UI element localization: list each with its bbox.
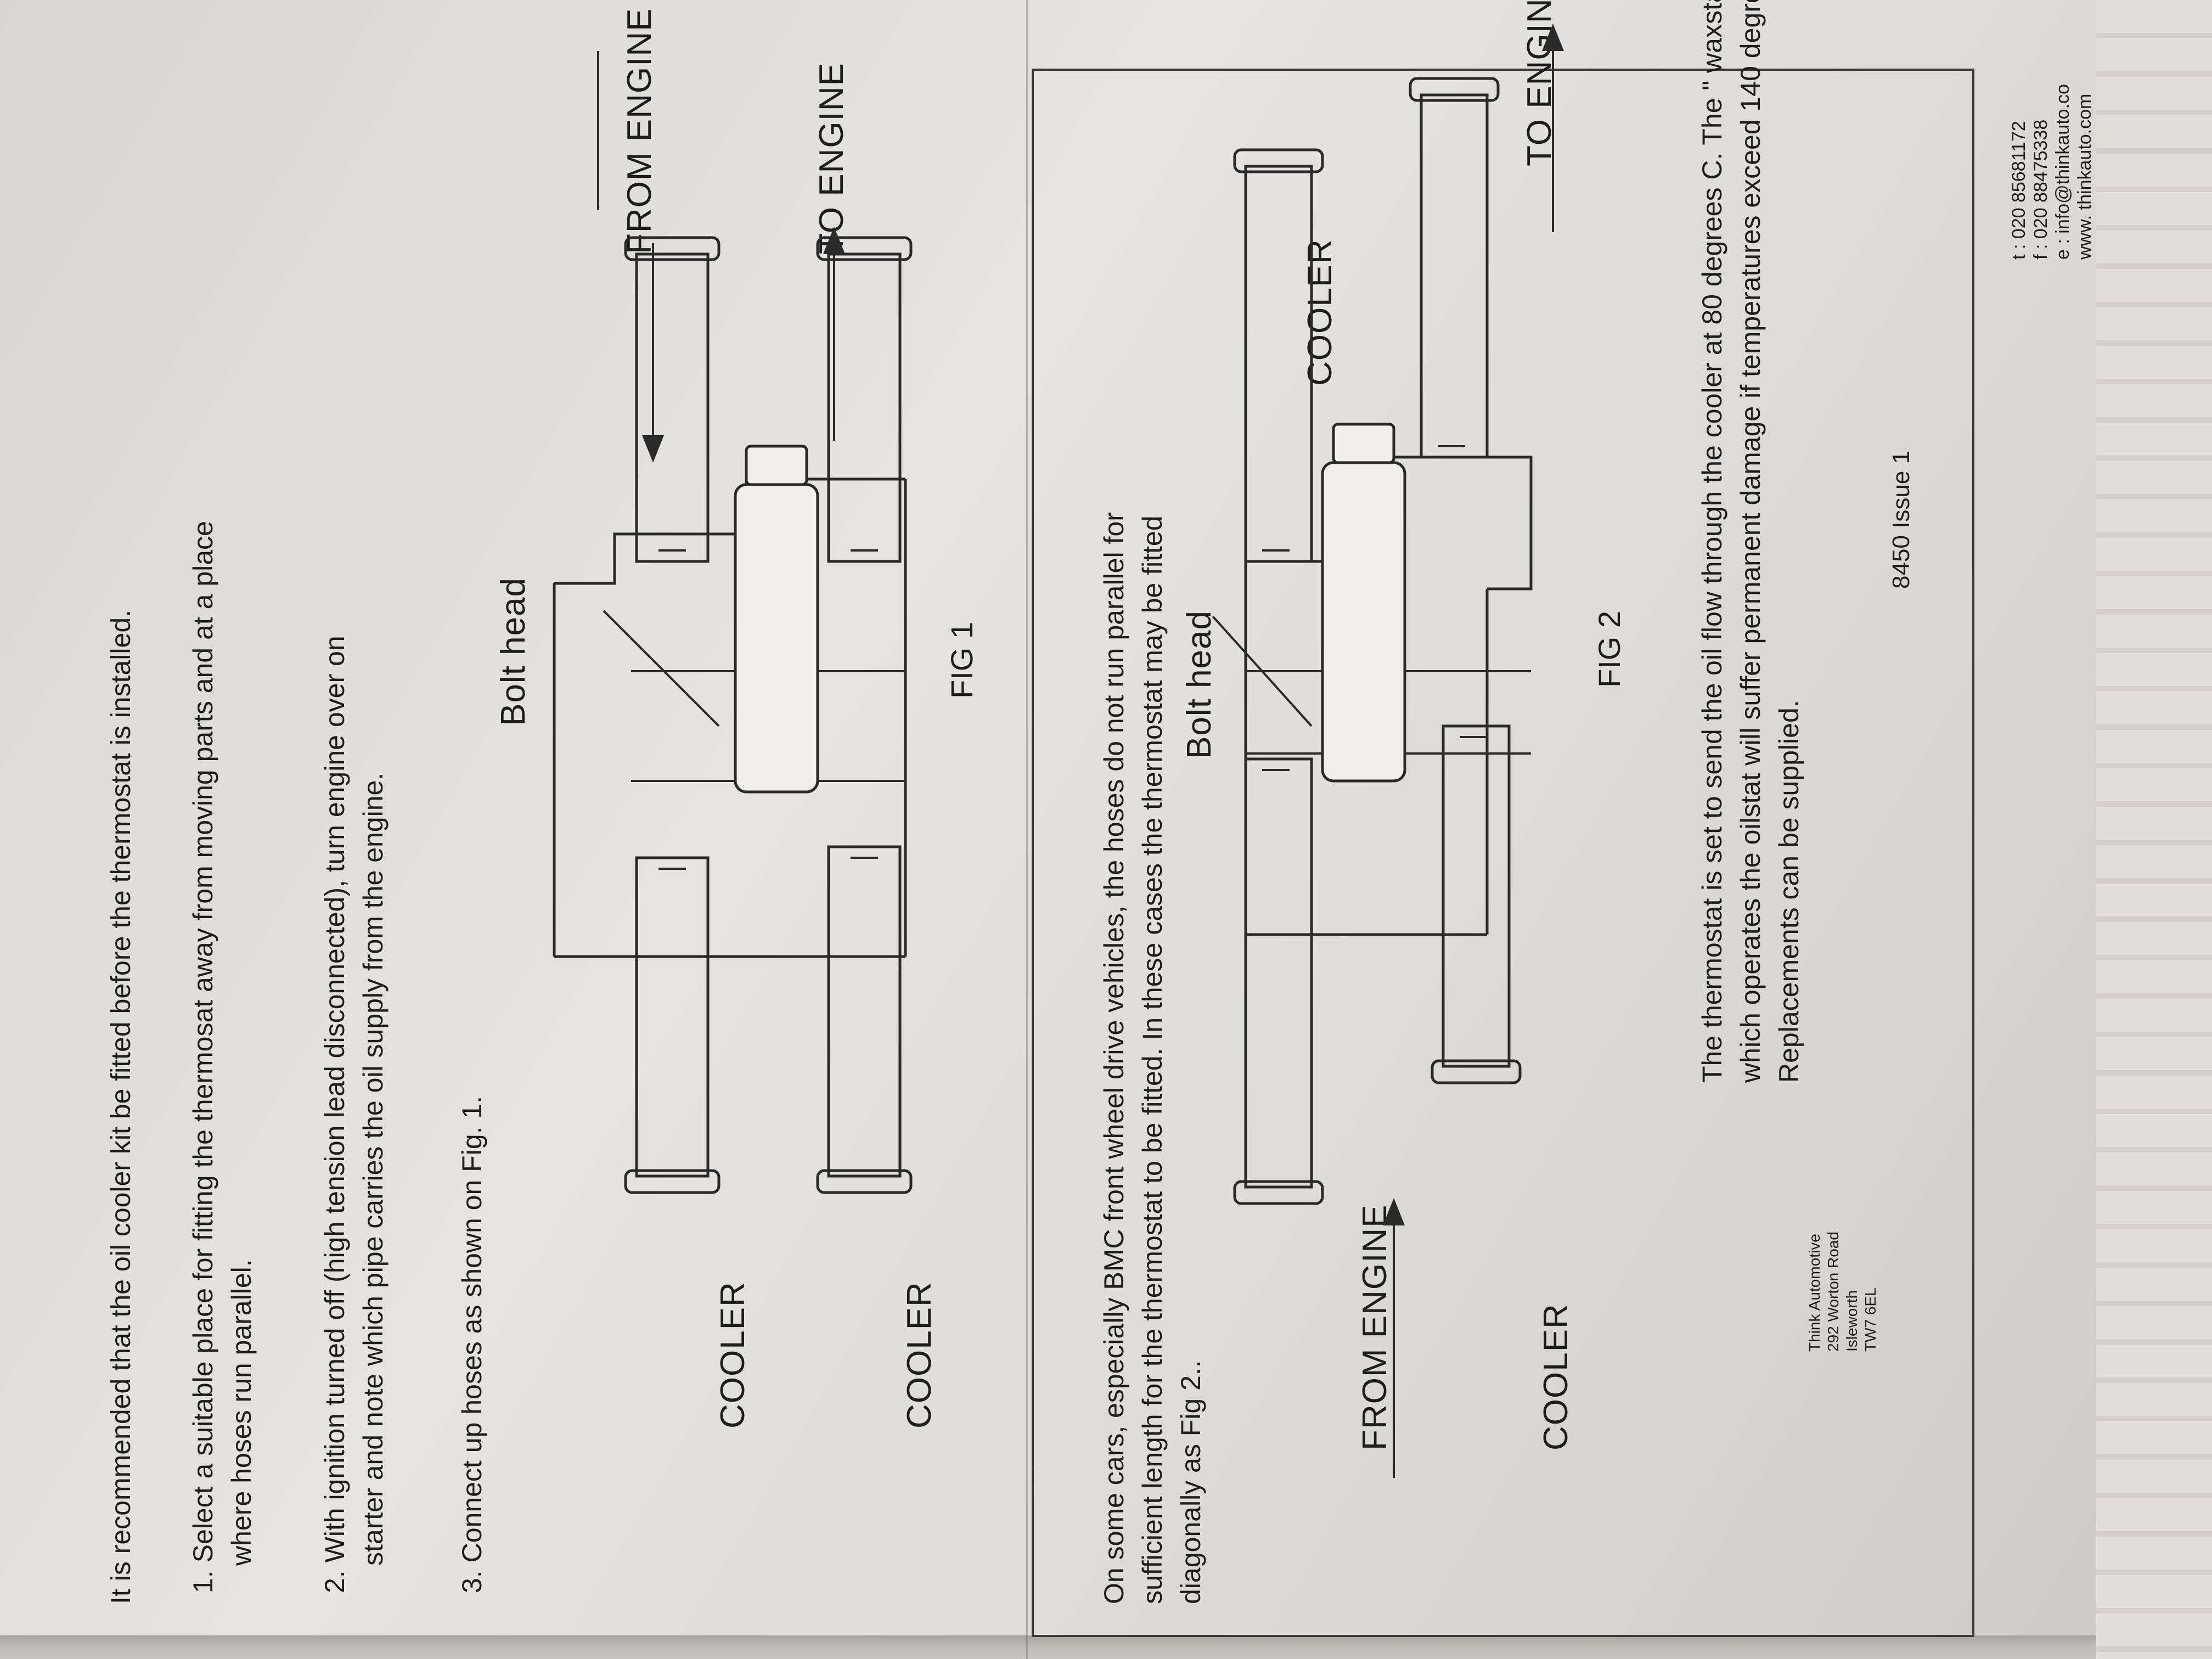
paper-fold-line [1026,0,1028,1659]
fig2-caption: FIG 2 [1592,610,1626,688]
fig1-label-cooler-left: COOLER [714,1281,752,1429]
closing-line-2: which operates the oilstat will suffer p… [1735,0,1766,1083]
contact-web: www. thinkauto.com [2074,93,2095,260]
fig2-thermostat-diagram [1212,77,1533,1205]
fig2-arrows [1383,24,1564,1478]
step-2-line-2: starter and note which pipe carries the … [358,772,389,1566]
closing-line-1: The thermostat is set to send the oil fl… [1697,0,1727,1083]
contact-fax: f : 020 88475338 [2030,119,2051,260]
fig2-bolt-head-label: Bolt head [1180,610,1218,759]
step-1-line-2: where hoses run parallel. [226,1259,257,1566]
step-1-line-1: 1. Select a suitable place for fitting t… [188,521,218,1593]
fig1-arrow-to-engine-head [823,227,845,254]
contact-tel: t : 020 85681172 [2008,121,2029,260]
company-town: Isleworth [1843,1290,1860,1352]
note-line-1: On some cars, especially BMC front wheel… [1099,512,1129,1604]
note-line-3: diagonally as Fig 2.. [1175,1360,1206,1604]
fig2-pipe-cooler-right [1233,148,1324,563]
fig1-label-cooler-right: COOLER [900,1281,938,1429]
company-street: 292 Worton Road [1825,1231,1842,1352]
fig1-bolt-leader-line [603,610,720,727]
fig1-arrow-from-engine-head [642,435,664,463]
intro-text: It is recommended that the oil cooler ki… [105,609,136,1604]
fig1-bolt-head-label: Bolt head [494,577,532,726]
note-line-2: sufficient length for the thermostat to … [1137,515,1168,1605]
fig2-thermostat-bolt [1321,423,1406,783]
fig1-thermostat-diagram [553,51,913,1194]
step-2-line-1: 2. With ignition turned off (high tensio… [319,636,350,1593]
fig1-pipe-from-engine [624,236,721,563]
fig1-housing [553,477,907,958]
closing-line-3: Replacements can be supplied. [1774,700,1804,1083]
fig1-arrows [642,227,845,463]
contact-email: e : info@thinkauto.co [2052,84,2073,260]
issue-number: 8450 Issue 1 [1888,451,1915,589]
background-wall [2096,0,2212,1659]
fig1-pipe-cooler-left [624,856,721,1194]
fig2-arrow-to-engine-head [1542,24,1564,51]
step-3-text: 3. Connect up hoses as shown on Fig. 1. [457,1095,487,1593]
fig2-pipe-cooler-left [1431,724,1522,1084]
paper-sheet [0,0,2113,1635]
fig1-pipe-cooler-right [816,845,913,1194]
fig2-pipe-from-engine [1233,757,1324,1205]
fig1-pipe-to-engine [816,236,913,563]
company-name: Think Automotive [1806,1234,1823,1352]
fig2-bolt-leader-line [1212,615,1313,727]
company-postcode: TW7 6EL [1862,1287,1879,1352]
fig1-thermostat-bolt [734,445,819,794]
fig2-pipe-to-engine [1409,77,1500,459]
fig2-arrow-from-engine-head [1383,1198,1405,1225]
